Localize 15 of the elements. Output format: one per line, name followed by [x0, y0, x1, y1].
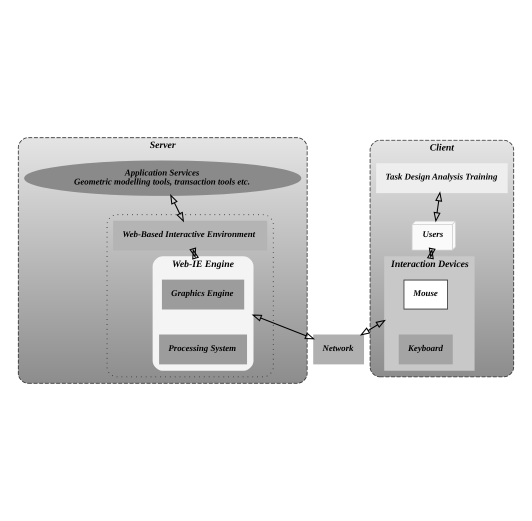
node-box: Graphics Engine: [162, 280, 244, 310]
arrow: [360, 320, 386, 336]
arrow: [252, 314, 316, 340]
node-box: Mouse: [404, 280, 448, 310]
cluster: [106, 214, 274, 378]
node-box: Task Design Analysis Training: [376, 163, 508, 194]
arrow: [189, 247, 200, 260]
node-box: Keyboard: [398, 334, 453, 364]
arrow: [170, 194, 184, 222]
node-ellipse: Application Services Geometric modelling tools, transaction tools etc.: [24, 160, 302, 196]
node-box: Processing System: [159, 334, 248, 364]
node-box: Web-Based Interactive Environment: [113, 220, 268, 251]
arrow: [434, 191, 442, 222]
arrow: [426, 248, 436, 260]
node-box: Network: [313, 334, 364, 364]
